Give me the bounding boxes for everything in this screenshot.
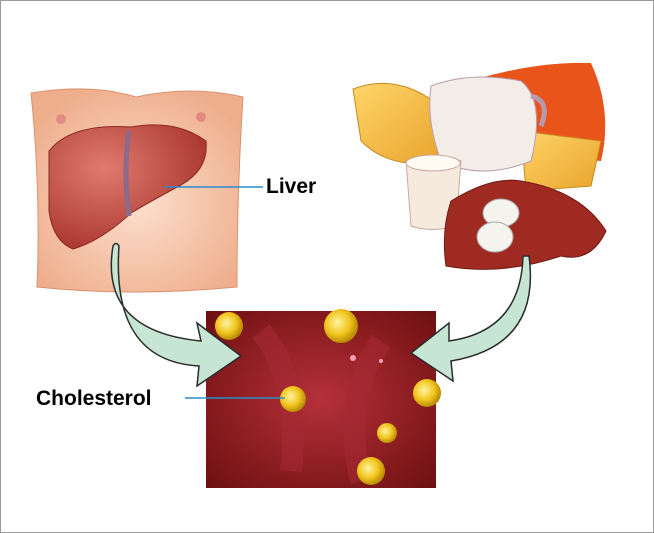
fatty-foods-illustration	[352, 62, 607, 270]
arrow-food-to-vessel	[409, 255, 532, 383]
liver-organ	[48, 124, 207, 250]
blood-vessel-illustration	[206, 309, 441, 488]
liver-label: Liver	[266, 175, 317, 198]
arrow-liver-to-vessel	[110, 242, 243, 388]
torso-illustration	[30, 88, 244, 293]
cholesterol-label: Cholesterol	[36, 387, 152, 410]
